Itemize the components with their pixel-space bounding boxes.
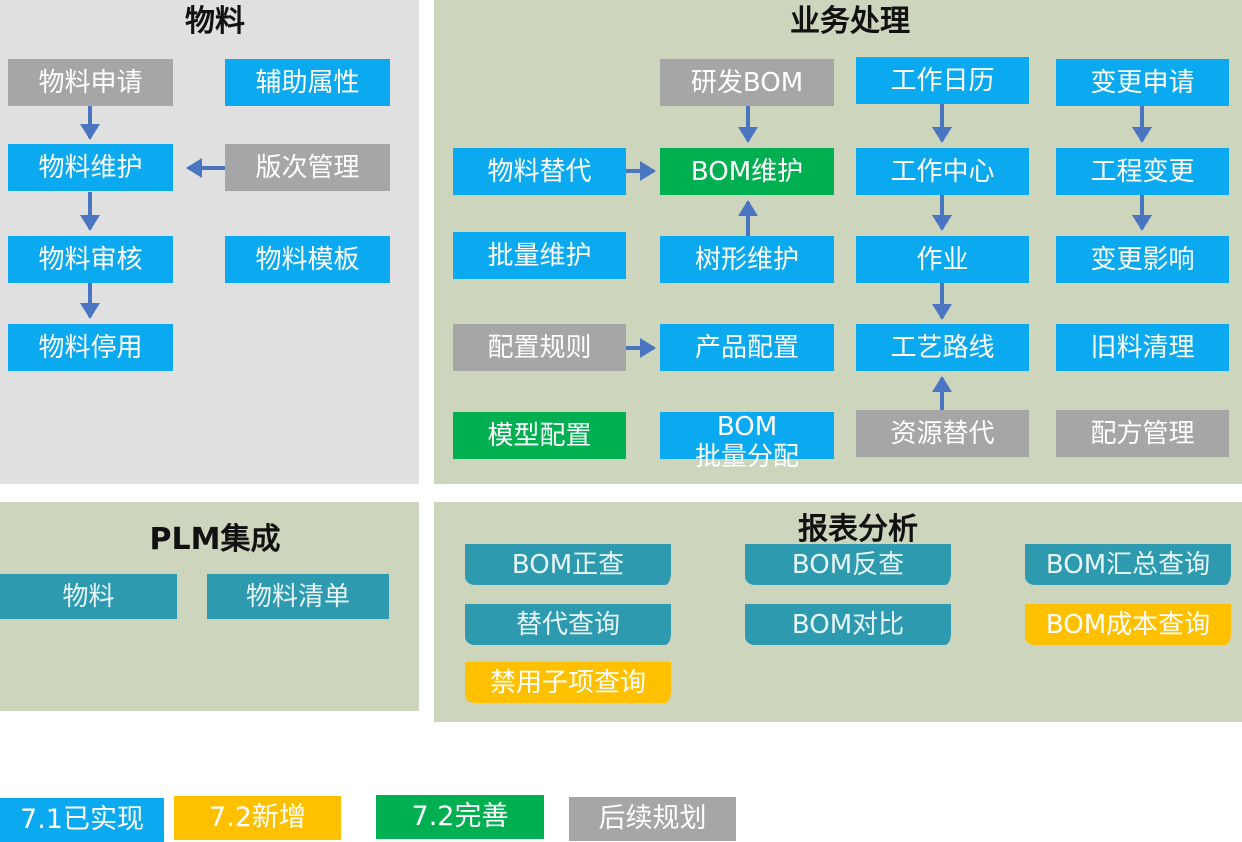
bom-forward-query-box[interactable]: BOM正查 [465,544,671,585]
material-maintain-box[interactable]: 物料维护 [8,144,173,191]
bom-batch-assign-line2: 批量分配 [694,441,799,472]
tree-maintain-box[interactable]: 树形维护 [660,236,834,283]
resource-substitute-box[interactable]: 资源替代 [856,410,1029,457]
change-apply-box[interactable]: 变更申请 [1056,59,1229,106]
material-panel-title: 物料 [185,4,245,39]
disabled-child-query-box[interactable]: 禁用子项查询 [465,662,671,703]
material-apply-box[interactable]: 物料申请 [8,59,173,106]
material-template-box[interactable]: 物料模板 [225,236,390,283]
rd-bom-box[interactable]: 研发BOM [660,59,834,106]
business-panel-title: 业务处理 [790,4,910,39]
model-config-box[interactable]: 模型配置 [453,412,626,459]
routing-box[interactable]: 工艺路线 [856,324,1029,371]
bom-compare-box[interactable]: BOM对比 [745,604,951,645]
bom-reverse-query-box[interactable]: BOM反查 [745,544,951,585]
bom-maintain-box[interactable]: BOM维护 [660,148,834,195]
plm-bill-box[interactable]: 物料清单 [207,574,389,619]
bom-batch-assign-box[interactable]: BOM 批量分配 [660,411,834,472]
legend-improved: 7.2完善 [376,795,544,839]
material-disable-box[interactable]: 物料停用 [8,324,173,371]
aux-attribute-box[interactable]: 辅助属性 [225,59,390,106]
bom-summary-query-box[interactable]: BOM汇总查询 [1025,544,1231,585]
version-manage-box[interactable]: 版次管理 [225,144,390,191]
operation-box[interactable]: 作业 [856,236,1029,283]
change-impact-box[interactable]: 变更影响 [1056,236,1229,283]
legend-new: 7.2新增 [174,796,341,840]
product-config-box[interactable]: 产品配置 [660,324,834,371]
batch-maintain-box[interactable]: 批量维护 [453,232,626,279]
plm-panel-title: PLM集成 [149,522,281,557]
substitute-query-box[interactable]: 替代查询 [465,604,671,645]
bom-batch-assign-line1: BOM [716,411,778,442]
plm-material-box[interactable]: 物料 [0,574,177,619]
legend-implemented: 7.1已实现 [0,798,164,842]
recipe-manage-box[interactable]: 配方管理 [1056,410,1229,457]
report-panel-title: 报表分析 [798,512,918,547]
config-rule-box[interactable]: 配置规则 [453,324,626,371]
work-center-box[interactable]: 工作中心 [856,148,1029,195]
engineering-change-box[interactable]: 工程变更 [1056,148,1229,195]
material-audit-box[interactable]: 物料审核 [8,236,173,283]
work-calendar-box[interactable]: 工作日历 [856,57,1029,104]
legend-planned: 后续规划 [569,797,736,841]
material-substitute-box[interactable]: 物料替代 [453,148,626,195]
bom-cost-query-box[interactable]: BOM成本查询 [1025,604,1231,645]
old-material-cleanup-box[interactable]: 旧料清理 [1056,324,1229,371]
